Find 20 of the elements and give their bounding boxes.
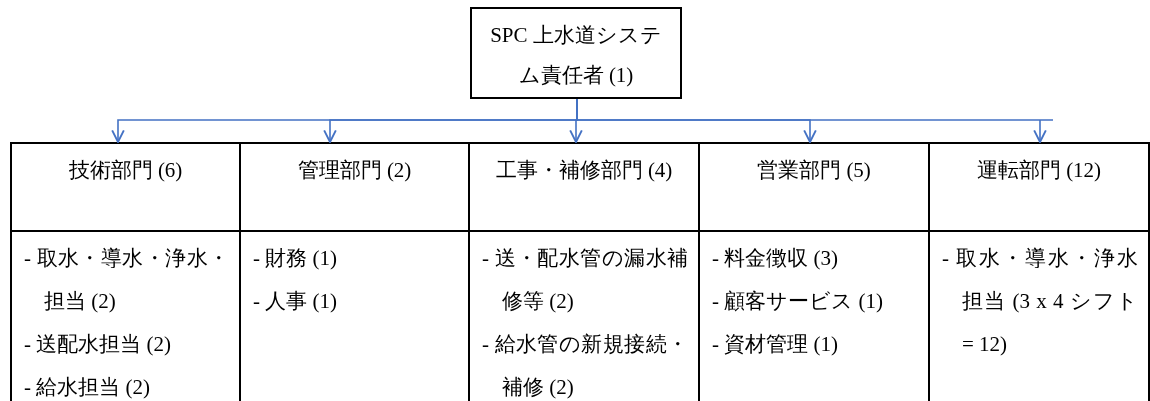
duty-item: - 財務 (1) xyxy=(253,245,338,272)
duty-item: - 給水管の新規接続・補修 (2) xyxy=(482,331,688,401)
department-header-cell xyxy=(928,142,1150,232)
duty-item: - 取水・導水・浄水担当 (3 x 4 シフト = 12) xyxy=(942,245,1138,358)
duty-item: - 人事 (1) xyxy=(253,288,338,315)
manager-title: SPC 上水道システム責任者 (1) xyxy=(490,23,662,87)
department-name: 管理部門 (2) xyxy=(297,158,412,182)
duty-item: - 料金徴収 (3) xyxy=(712,245,839,272)
department-header-cell xyxy=(10,142,241,232)
duty-item: - 顧客サービス (1) xyxy=(712,288,884,315)
department-name: 運転部門 (12) xyxy=(976,158,1102,182)
duty-item: - 送配水担当 (2) xyxy=(24,331,172,358)
duty-item: - 資材管理 (1) xyxy=(712,331,839,358)
duty-item: - 取水・導水・浄水・担当 (2) xyxy=(24,245,229,315)
department-name: 技術部門 (6) xyxy=(68,158,183,182)
manager-box xyxy=(470,7,682,99)
duty-item: - 送・配水管の漏水補修等 (2) xyxy=(482,245,688,315)
department-name: 営業部門 (5) xyxy=(757,158,871,182)
duty-item: - 給水担当 (2) xyxy=(24,374,151,401)
department-name: 工事・補修部門 (4) xyxy=(495,158,673,182)
